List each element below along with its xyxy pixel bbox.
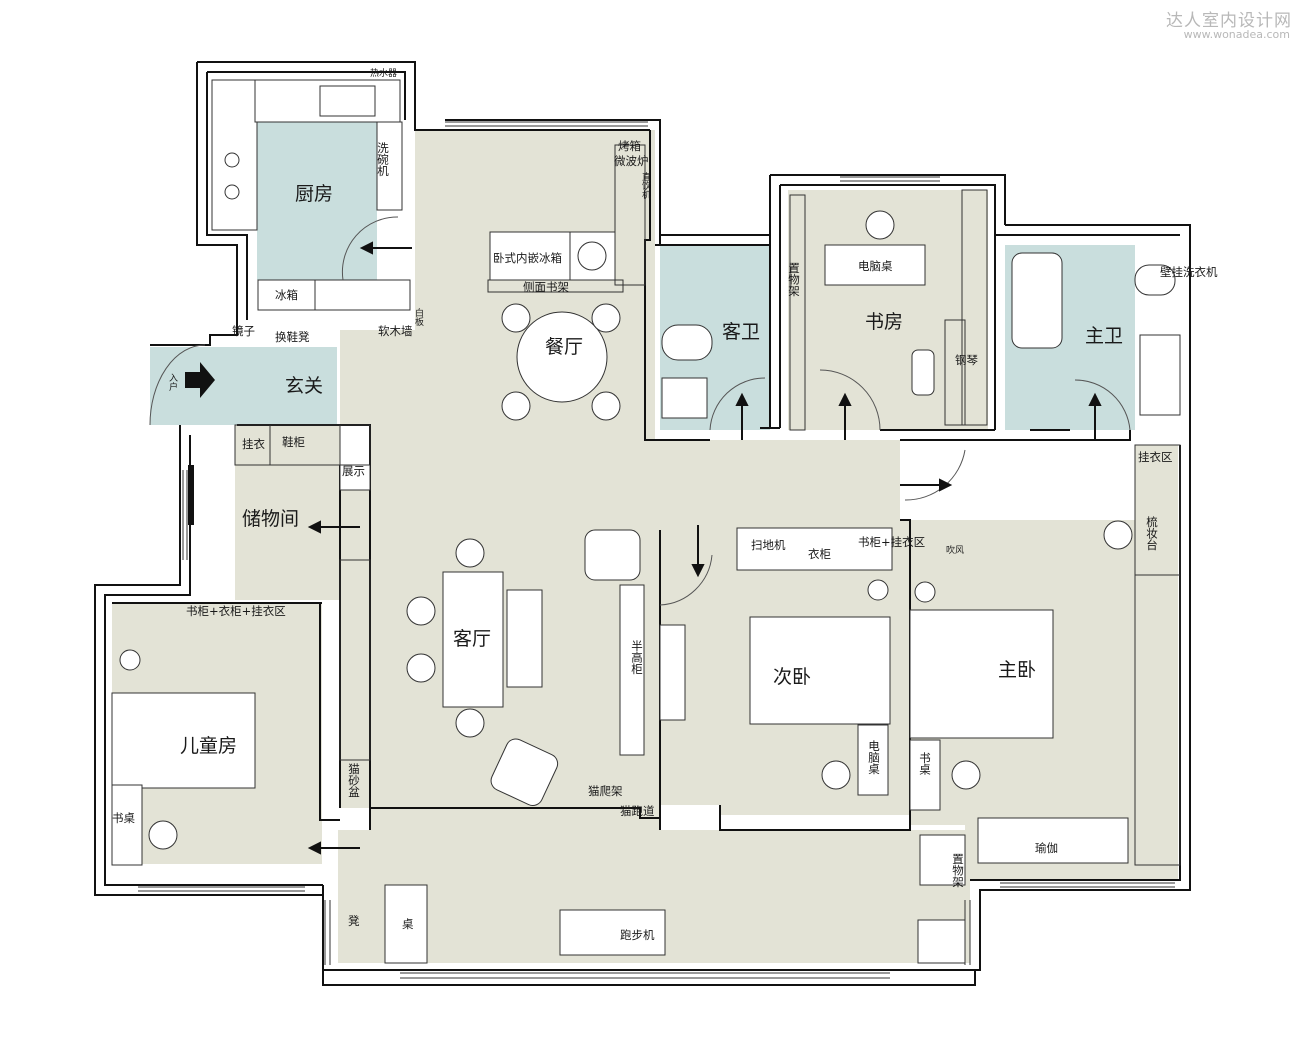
entrance-arrow-icon (185, 362, 215, 398)
label-cat-run: 猫跑道 (620, 804, 655, 818)
room-foyer: 玄关 (285, 375, 323, 397)
watermark-text: 达人室内设计网 (1166, 11, 1292, 31)
label-table: 桌 (402, 917, 414, 931)
label-water-heater: 热水器 (370, 67, 397, 79)
label-bookcase-hang: 书柜+挂衣区 (858, 535, 925, 549)
room-labels: 厨房 餐厅 客卫 书房 主卫 玄关 储物间 客厅 次卧 主卧 儿童房 (180, 183, 1123, 757)
label-side-shelf: 侧面书架 (523, 280, 569, 294)
label-shelf-rack: 置物架 (787, 262, 801, 297)
label-stool: 凳 (348, 914, 360, 928)
label-oven: 烤箱 (618, 139, 641, 153)
label-piano: 钢琴 (955, 353, 978, 367)
door-swings (149, 216, 1131, 606)
label-shoe-cabinet: 鞋柜 (282, 435, 305, 449)
label-display: 展示 (342, 464, 365, 478)
watermark-url: www.wonadea.com (1183, 28, 1290, 41)
room-kids: 儿童房 (180, 735, 237, 757)
fixtures (111, 79, 1181, 964)
label-yoga: 瑜伽 (1035, 841, 1058, 855)
room-master-bath: 主卫 (1085, 325, 1123, 347)
label-desk-2: 书桌 (112, 811, 135, 825)
windows (138, 121, 1175, 979)
label-robot-vacuum: 扫地机 (751, 538, 786, 552)
room-master-bedroom: 主卧 (998, 659, 1036, 681)
label-cat-tree: 猫爬架 (588, 784, 623, 798)
label-water-dispenser: 直饮机 (640, 171, 651, 200)
room-dining: 餐厅 (545, 336, 583, 358)
label-coat: 挂衣 (242, 437, 265, 451)
label-microwave: 微波炉 (614, 154, 649, 168)
room-kitchen: 厨房 (295, 183, 333, 205)
label-shelf-2: 置物架 (951, 853, 965, 888)
label-dresser: 梳妆台 (1145, 515, 1159, 550)
room-second-bedroom: 次卧 (773, 666, 811, 688)
fixture-labels: 热水器 洗碗机 烤箱 微波炉 直饮机 卧式内嵌冰箱 侧面书架 冰箱 白板 镜子 … (112, 67, 1218, 942)
label-dishwasher: 洗碗机 (376, 142, 390, 177)
label-hanging-area: 挂衣区 (1138, 450, 1173, 464)
room-study: 书房 (865, 311, 903, 333)
label-kids-cabinet: 书柜+衣柜+挂衣区 (186, 604, 286, 618)
label-hair-dryer: 吹风 (946, 544, 964, 556)
label-wardrobe: 衣柜 (808, 547, 831, 561)
label-whiteboard: 白板 (413, 307, 424, 327)
label-fridge: 冰箱 (275, 288, 298, 302)
room-storage: 储物间 (242, 508, 299, 530)
label-built-in-fridge: 卧式内嵌冰箱 (493, 251, 562, 265)
entry-door-panel (188, 465, 194, 525)
label-wall-washer: 壁挂洗衣机 (1160, 265, 1218, 279)
label-treadmill: 跑步机 (620, 928, 655, 942)
label-computer-desk: 电脑桌 (858, 259, 893, 273)
label-entrance: 入户 (167, 373, 178, 392)
flow-arrows (307, 241, 1102, 855)
label-half-cabinet: 半高柜 (630, 639, 644, 675)
label-litter-box: 猫砂盆 (347, 763, 361, 798)
room-living: 客厅 (453, 628, 491, 650)
room-guest-bath: 客卫 (722, 321, 760, 343)
label-computer-desk-2: 电脑桌 (867, 740, 881, 775)
label-desk: 书桌 (918, 752, 932, 776)
label-mirror: 镜子 (232, 324, 255, 338)
label-cork-wall: 软木墙 (378, 324, 413, 338)
label-shoe-bench: 换鞋凳 (275, 330, 310, 344)
